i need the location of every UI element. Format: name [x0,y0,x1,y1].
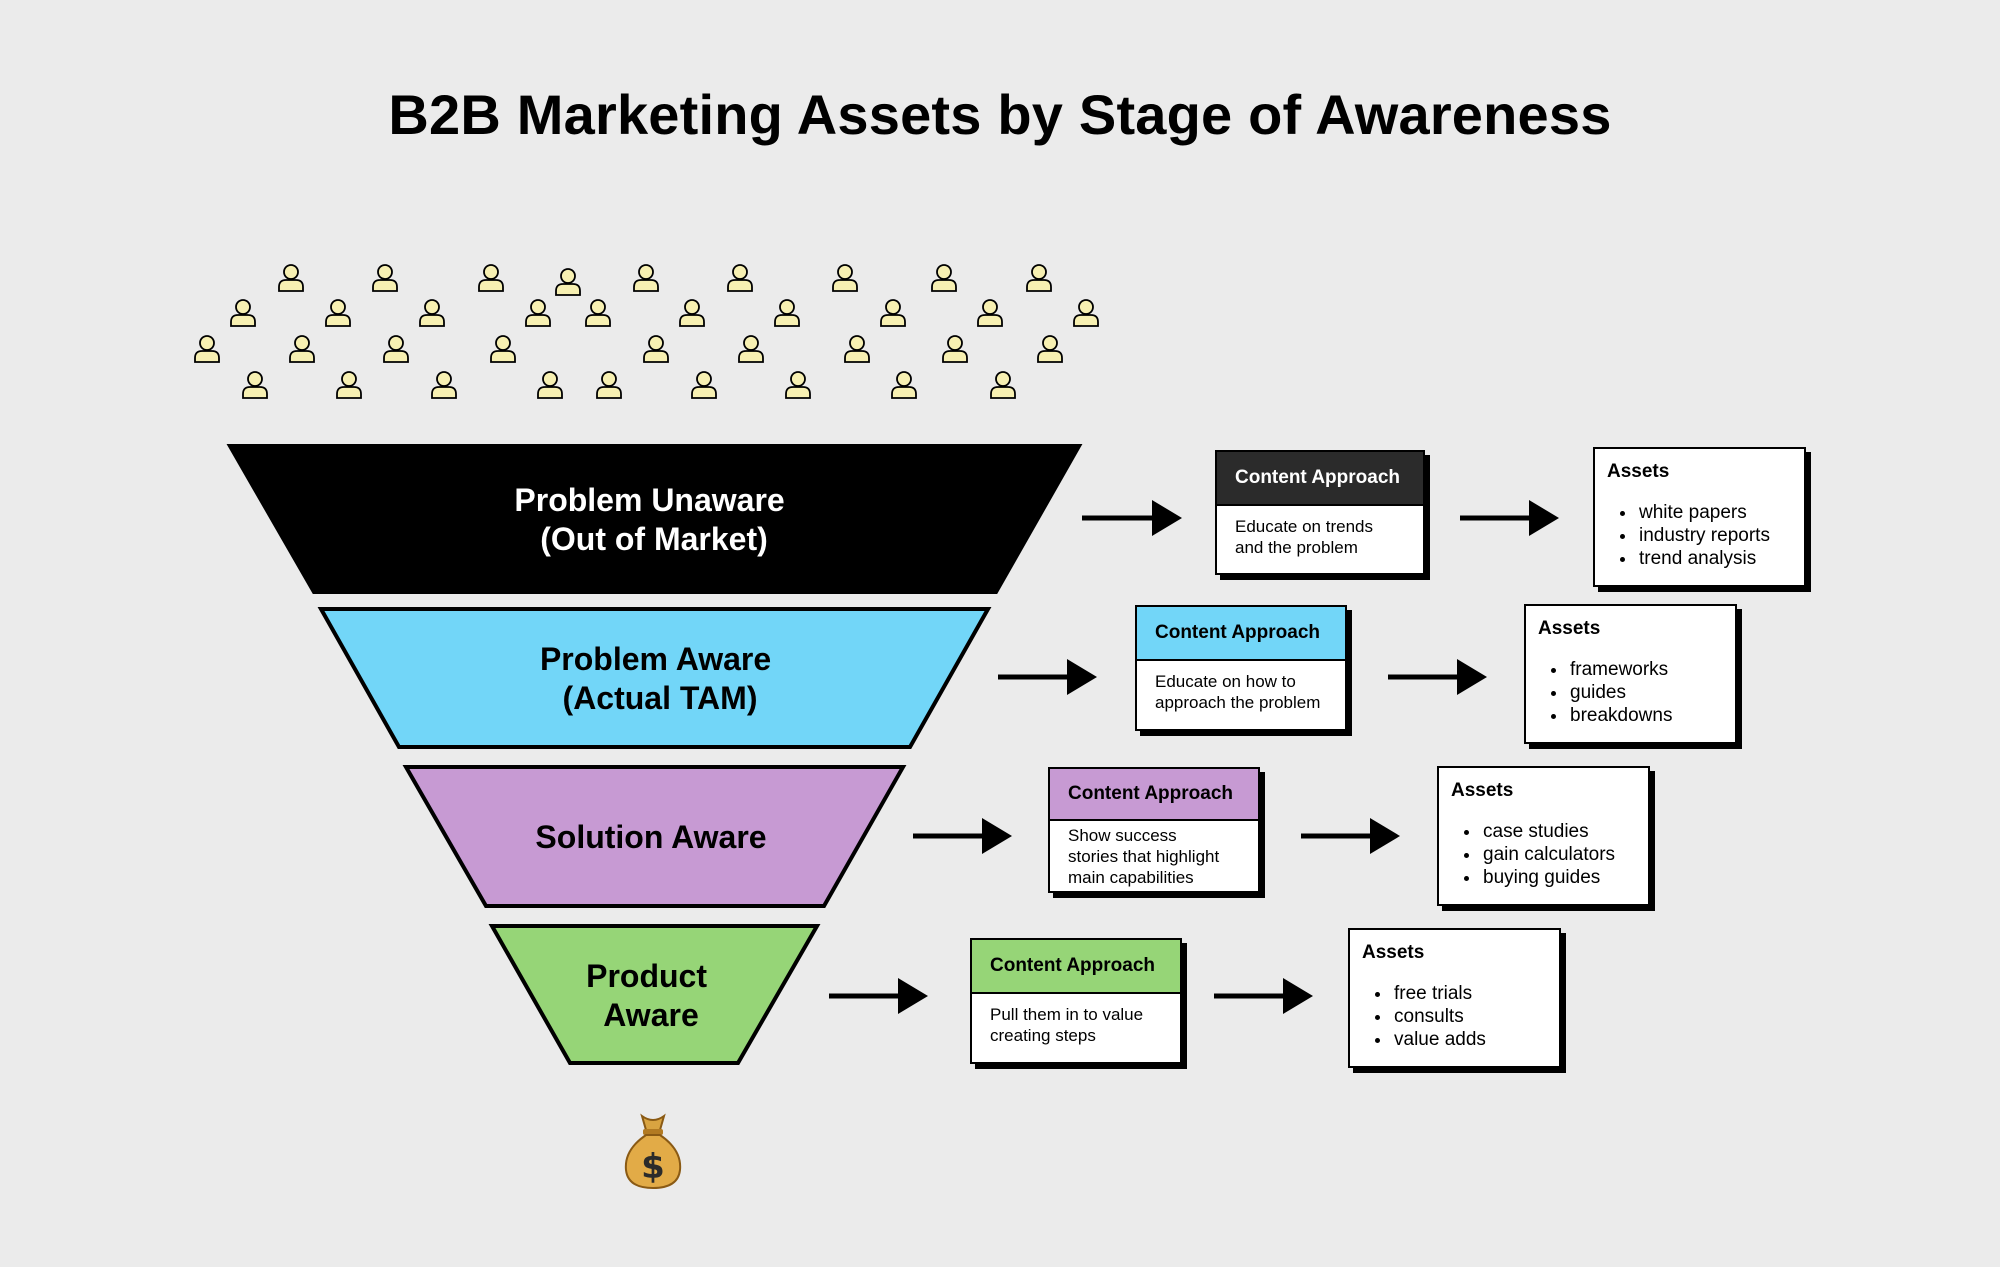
list-item: consults [1392,1005,1559,1028]
person-icon [596,371,622,399]
list-item: industry reports [1637,524,1804,547]
assets-list: frameworks guides breakdowns [1526,658,1735,727]
list-item: guides [1568,681,1735,704]
diagram-title: B2B Marketing Assets by Stage of Awarene… [388,83,1612,146]
stage-label-problem-unaware: Problem Unaware (Out of Market) [514,482,793,557]
assets-title: Assets [1362,942,1425,963]
person-icon [525,299,551,327]
person-icon [431,371,457,399]
arrow-right-icon [1214,978,1313,1014]
person-icon [289,335,315,363]
list-item: frameworks [1568,658,1735,681]
content-approach-text: Educate on trends and the problem [1235,517,1373,557]
list-item: trend analysis [1637,547,1804,570]
person-icon [242,371,268,399]
assets-list: free trials consults value adds [1350,982,1559,1051]
content-approach-text: Pull them in to value creating steps [990,1005,1144,1045]
content-approach-text: Educate on how to approach the problem [1155,672,1321,712]
content-approach-card-solution-aware: Content Approach Show success stories th… [1048,767,1260,893]
person-icon [727,264,753,292]
person-icon [383,335,409,363]
funnel-stage-product-aware: Product Aware [488,924,821,1065]
stage-label-product-aware: Product Aware [586,958,716,1033]
assets-list: case studies gain calculators buying gui… [1439,820,1648,889]
person-icon [1026,264,1052,292]
person-icon [537,371,563,399]
content-approach-card-problem-unaware: Content Approach Educate on trends and t… [1215,450,1425,575]
person-icon [844,335,870,363]
person-icon [738,335,764,363]
person-icon [419,299,445,327]
assets-title: Assets [1538,618,1601,639]
content-approach-header: Content Approach [972,940,1180,994]
audience-crowd [194,264,1099,399]
person-icon [194,335,220,363]
stage-label-problem-aware: Problem Aware (Actual TAM) [540,641,780,716]
person-icon [1073,299,1099,327]
assets-list: white papers industry reports trend anal… [1595,501,1804,570]
person-icon [278,264,304,292]
list-item: breakdowns [1568,704,1735,727]
person-icon [1037,335,1063,363]
svg-text:$: $ [641,1147,665,1187]
funnel-stage-problem-aware: Problem Aware (Actual TAM) [317,607,992,749]
content-approach-card-product-aware: Content Approach Pull them in to value c… [970,938,1182,1064]
person-icon [942,335,968,363]
person-icon [691,371,717,399]
person-icon [785,371,811,399]
arrow-right-icon [1460,500,1559,536]
content-approach-header: Content Approach [1137,607,1345,661]
content-approach-card-problem-aware: Content Approach Educate on how to appro… [1135,605,1347,731]
list-item: gain calculators [1481,843,1648,866]
assets-card-solution-aware: Assets case studies gain calculators buy… [1437,766,1650,906]
list-item: buying guides [1481,866,1648,889]
funnel-stage-problem-unaware: Problem Unaware (Out of Market) [226,444,1083,594]
list-item: case studies [1481,820,1648,843]
person-icon [990,371,1016,399]
person-icon [555,268,581,296]
person-icon [230,299,256,327]
person-icon [490,335,516,363]
person-icon [325,299,351,327]
content-approach-text: Show success stories that highlight main… [1068,826,1220,887]
person-icon [891,371,917,399]
person-icon [643,335,669,363]
list-item: white papers [1637,501,1804,524]
arrow-right-icon [1082,500,1182,536]
person-icon [679,299,705,327]
arrow-right-icon [913,818,1012,854]
person-icon [931,264,957,292]
assets-title: Assets [1607,461,1670,482]
content-approach-header: Content Approach [1217,452,1423,506]
person-icon [774,299,800,327]
person-icon [832,264,858,292]
assets-card-product-aware: Assets free trials consults value adds [1348,928,1561,1068]
person-icon [478,264,504,292]
arrow-right-icon [1388,659,1487,695]
content-approach-header: Content Approach [1050,769,1258,821]
assets-card-problem-aware: Assets frameworks guides breakdowns [1524,604,1737,744]
funnel-stage-solution-aware: Solution Aware [402,765,907,908]
assets-card-problem-unaware: Assets white papers industry reports tre… [1593,447,1806,587]
arrow-right-icon [1301,818,1400,854]
list-item: free trials [1392,982,1559,1005]
arrow-right-icon [998,659,1097,695]
person-icon [336,371,362,399]
money-bag-icon: $ [624,1113,682,1190]
person-icon [977,299,1003,327]
list-item: value adds [1392,1028,1559,1051]
stage-label-solution-aware: Solution Aware [535,819,766,855]
person-icon [372,264,398,292]
assets-title: Assets [1451,780,1514,801]
arrow-right-icon [829,978,928,1014]
person-icon [880,299,906,327]
person-icon [585,299,611,327]
person-icon [633,264,659,292]
